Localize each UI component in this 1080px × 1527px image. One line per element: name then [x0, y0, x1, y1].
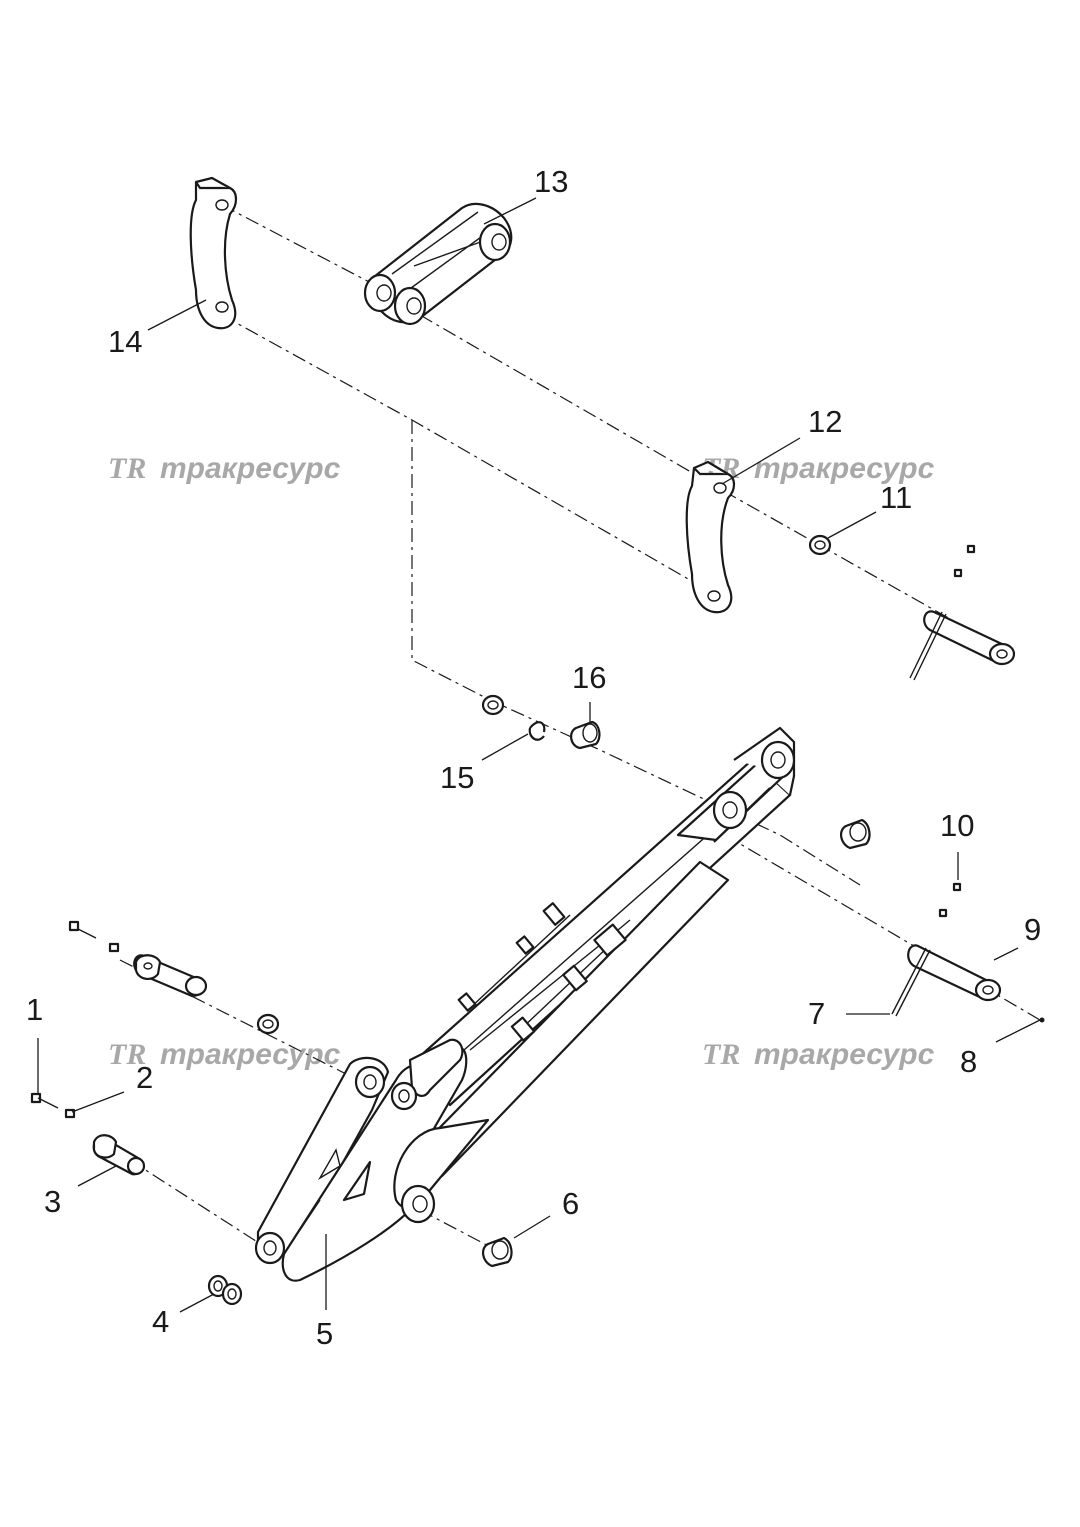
- callout-11: 11: [880, 480, 912, 515]
- callout-3: 3: [44, 1184, 61, 1219]
- bushing-right: [840, 818, 871, 850]
- watermark-top-right: TR тракресурс: [702, 452, 935, 485]
- watermark-bottom-left: TR тракресурс: [108, 1038, 341, 1071]
- callout-8: 8: [960, 1044, 977, 1079]
- link-plate-12: [685, 460, 736, 614]
- callout-7: 7: [808, 996, 825, 1031]
- link-plate-14: [189, 176, 238, 330]
- pin-upper-left: [68, 920, 208, 998]
- callout-13: 13: [534, 164, 568, 199]
- boom-arm-5: [254, 726, 796, 1282]
- callout-labels: 1 2 3 4 5 6 7 8 9 10 11 12 13 14 15 16: [26, 164, 1041, 1351]
- watermark-bottom-right: TR тракресурс: [702, 1038, 935, 1071]
- svg-text:TR: TR: [702, 1038, 740, 1071]
- callout-9: 9: [1024, 912, 1041, 947]
- h-link-13: [363, 202, 513, 326]
- callout-6: 6: [562, 1186, 579, 1221]
- svg-text:тракресурс: тракресурс: [160, 1038, 341, 1071]
- svg-text:тракресурс: тракресурс: [754, 452, 935, 485]
- callout-15: 15: [440, 760, 474, 795]
- svg-text:TR: TR: [108, 1038, 146, 1071]
- bolt-1: [30, 1092, 59, 1109]
- bushing-16: [570, 720, 601, 750]
- spacer-2: [64, 1108, 76, 1119]
- callout-1: 1: [26, 992, 43, 1027]
- washer-11: [808, 534, 832, 556]
- washers-4: [207, 1274, 243, 1306]
- watermark-top-left: TR тракресурс: [108, 452, 341, 485]
- svg-text:TR: TR: [108, 452, 146, 485]
- leader-lines: [37, 197, 1041, 1313]
- svg-text:тракресурс: тракресурс: [754, 1038, 935, 1071]
- pin-3: [92, 1134, 146, 1176]
- callout-12: 12: [808, 404, 842, 439]
- callout-4: 4: [152, 1304, 169, 1339]
- svg-text:тракресурс: тракресурс: [160, 452, 341, 485]
- bushing-6: [482, 1236, 513, 1268]
- pin-9: [891, 882, 1002, 1017]
- callout-2: 2: [136, 1060, 153, 1095]
- washer-upper-left: [256, 1013, 280, 1035]
- callout-5: 5: [316, 1316, 333, 1351]
- upper-pin-assembly: [909, 544, 1016, 681]
- washer-15-group: [481, 694, 546, 741]
- point-8: [1039, 1017, 1045, 1023]
- callout-16: 16: [572, 660, 606, 695]
- callout-14: 14: [108, 324, 142, 359]
- callout-10: 10: [940, 808, 974, 843]
